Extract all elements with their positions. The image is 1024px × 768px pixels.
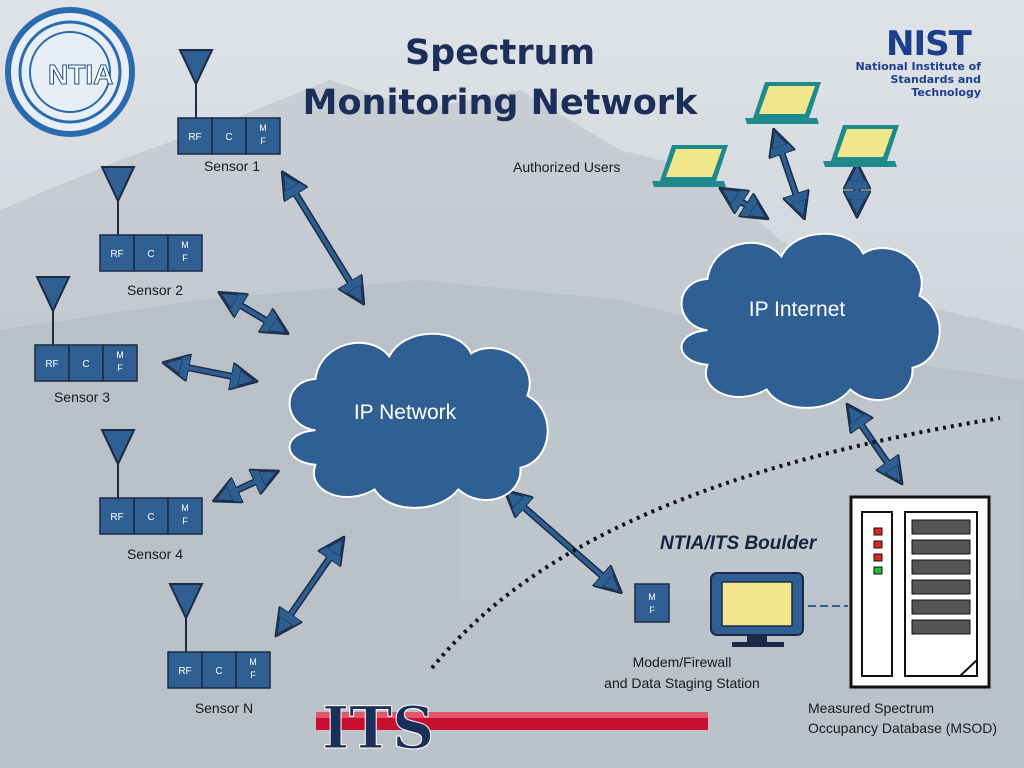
nist-logo-text: NIST bbox=[886, 24, 973, 64]
laptop-icon bbox=[823, 125, 899, 167]
sensor-label: Sensor 2 bbox=[126, 282, 184, 298]
sensor-block-c: C bbox=[68, 344, 104, 382]
sensor-block-text: M bbox=[116, 350, 124, 360]
sensor-4: RF C MF bbox=[99, 429, 203, 535]
sensor-block-text: M bbox=[249, 657, 257, 667]
ntia-logo: NTIA bbox=[5, 7, 135, 137]
sensor-label: Sensor N bbox=[194, 700, 254, 716]
ip-network-label: IP Network bbox=[353, 401, 457, 424]
ntia-logo-text: NTIA bbox=[48, 59, 113, 90]
antenna-icon bbox=[35, 276, 71, 345]
sensor-3: RF C MF bbox=[34, 276, 138, 382]
sensor-block-text: C bbox=[147, 512, 154, 523]
sensor-block-mf: MF bbox=[245, 117, 281, 155]
laptop-icon bbox=[745, 82, 821, 124]
sensor-block-text: M bbox=[259, 123, 267, 133]
laptop-icon bbox=[652, 145, 728, 187]
sensor-block-text: M bbox=[181, 503, 189, 513]
sensor-label: Sensor 3 bbox=[53, 389, 111, 405]
sensor-block-text: RF bbox=[178, 666, 191, 677]
modem-label-line-1: Modem/Firewall bbox=[632, 654, 732, 670]
sensor-label: Sensor 4 bbox=[126, 546, 184, 562]
sensor-block-mf: MF bbox=[167, 234, 203, 272]
modem-block-f: F bbox=[649, 605, 655, 615]
ip-internet-label: IP Internet bbox=[748, 298, 846, 321]
sensor-block-text: RF bbox=[188, 132, 201, 143]
sensor-block-text: C bbox=[215, 666, 222, 677]
sensor-block-text: F bbox=[250, 670, 256, 680]
sensor-block-text: F bbox=[182, 253, 188, 263]
title-line-1: Spectrum bbox=[404, 33, 596, 73]
antenna-icon bbox=[168, 583, 204, 652]
sensor-block-rf: RF bbox=[99, 234, 135, 272]
boulder-boundary-line bbox=[430, 416, 1001, 670]
sensor-block-text: F bbox=[117, 363, 123, 373]
sensor-block-mf: MF bbox=[167, 497, 203, 535]
modem-label-line-2: and Data Staging Station bbox=[604, 675, 760, 691]
antenna-icon bbox=[100, 429, 136, 498]
its-logo-text: ITS bbox=[322, 694, 434, 762]
title-line-2: Monitoring Network bbox=[302, 83, 698, 123]
staging-station-monitor-icon bbox=[710, 572, 804, 647]
msod-server-icon bbox=[849, 495, 991, 689]
msod-label: Measured Spectrum Occupancy Database (MS… bbox=[808, 698, 997, 738]
sensor-block-text: RF bbox=[110, 249, 123, 260]
nist-subtitle-line-2: Standards and Technology bbox=[890, 73, 981, 99]
sensor-5: RF C MF bbox=[167, 583, 271, 689]
sensor-block-c: C bbox=[201, 651, 237, 689]
msod-label-line-1: Measured Spectrum bbox=[808, 700, 935, 716]
nist-subtitle-line-1: National Institute of bbox=[855, 60, 981, 73]
ntia-its-boulder-label: NTIA/ITS Boulder bbox=[660, 533, 817, 554]
authorized-users-label: Authorized Users bbox=[513, 159, 621, 175]
sensor-block-mf: MF bbox=[102, 344, 138, 382]
sensor-block-text: C bbox=[147, 249, 154, 260]
antenna-icon bbox=[178, 49, 214, 118]
sensor-block-rf: RF bbox=[99, 497, 135, 535]
slide-title: Spectrum Monitoring Network bbox=[300, 28, 700, 128]
sensor-block-rf: RF bbox=[177, 117, 213, 155]
modem-firewall-label: Modem/Firewall and Data Staging Station bbox=[582, 652, 782, 694]
antenna-icon bbox=[100, 166, 136, 235]
sensor-block-text: C bbox=[225, 132, 232, 143]
sensor-2: RF C MF bbox=[99, 166, 203, 272]
sensor-block-text: F bbox=[260, 136, 266, 146]
sensor-block-c: C bbox=[211, 117, 247, 155]
nist-logo: NIST bbox=[886, 24, 974, 64]
modem-firewall-block: M F bbox=[634, 583, 670, 623]
its-logo: ITS bbox=[316, 694, 708, 763]
sensor-block-rf: RF bbox=[34, 344, 70, 382]
sensor-block-c: C bbox=[133, 497, 169, 535]
sensor-block-c: C bbox=[133, 234, 169, 272]
msod-label-line-2: Occupancy Database (MSOD) bbox=[808, 720, 998, 736]
modem-block-m: M bbox=[648, 592, 656, 602]
nist-subtitle: National Institute of Standards and Tech… bbox=[826, 60, 981, 99]
sensor-block-text: C bbox=[82, 359, 89, 370]
sensor-1: RF C MF bbox=[177, 49, 281, 155]
sensor-label: Sensor 1 bbox=[203, 158, 261, 174]
sensor-block-text: M bbox=[181, 240, 189, 250]
sensor-block-rf: RF bbox=[167, 651, 203, 689]
sensor-block-text: F bbox=[182, 516, 188, 526]
sensor-block-mf: MF bbox=[235, 651, 271, 689]
sensor-block-text: RF bbox=[110, 512, 123, 523]
sensor-block-text: RF bbox=[45, 359, 58, 370]
